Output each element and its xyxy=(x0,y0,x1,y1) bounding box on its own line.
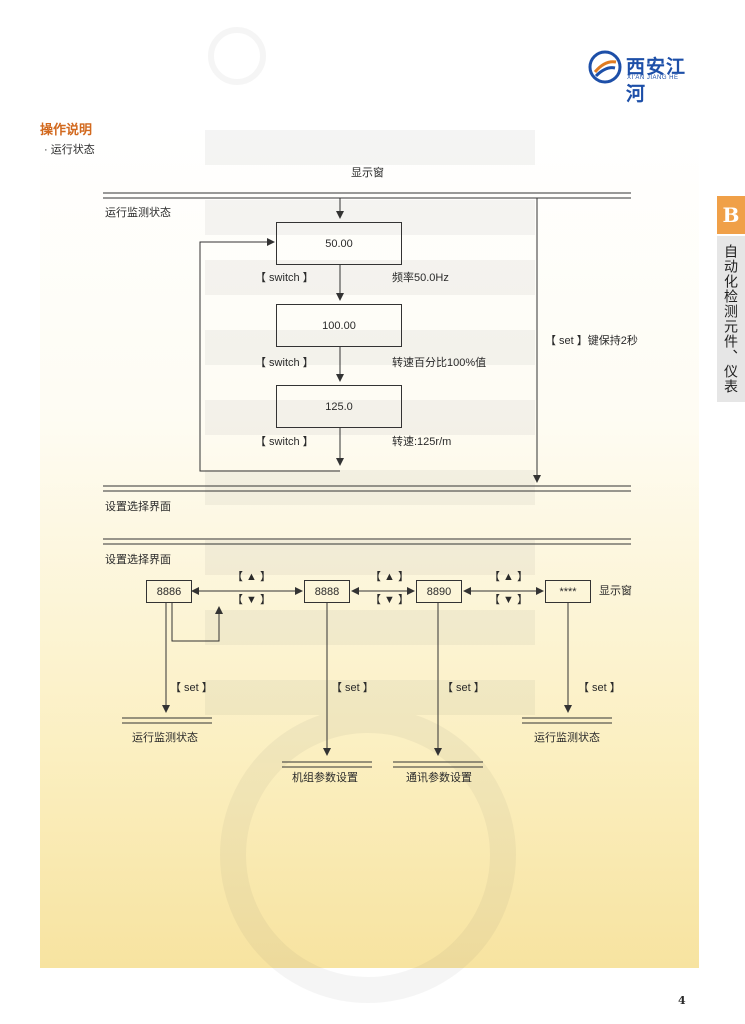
switch-key-label: 【 switch 】 xyxy=(255,436,314,448)
speed-percent-note: 转速百分比100%值 xyxy=(392,357,487,369)
watermark-bar xyxy=(205,610,535,645)
up-key-label: 【 ▲ 】 xyxy=(489,571,528,583)
setting-box: 8886 xyxy=(146,580,192,603)
chapter-tab-letter: B xyxy=(717,196,745,234)
brand-name-en: XI'AN JIANG HE xyxy=(627,75,679,81)
speed-rpm-note: 转速:125r/m xyxy=(392,436,452,448)
watermark-bar xyxy=(205,680,535,715)
settings-select-label: 设置选择界面 xyxy=(105,501,171,513)
target-comm-params: 通讯参数设置 xyxy=(406,772,472,784)
watermark-bar xyxy=(205,470,535,505)
section-title: 操作说明 xyxy=(40,122,93,137)
up-key-label: 【 ▲ 】 xyxy=(232,571,271,583)
watermark-bar xyxy=(205,330,535,365)
switch-key-label: 【 switch 】 xyxy=(255,357,314,369)
settings-select-label-2: 设置选择界面 xyxy=(105,554,171,566)
registered-mark-watermark xyxy=(208,27,266,85)
display-window-label-2: 显示窗 xyxy=(599,585,632,597)
chapter-tab-label: 自动化检测元件、仪表 xyxy=(717,236,745,402)
watermark-bar xyxy=(205,200,535,235)
target-run-monitor: 运行监测状态 xyxy=(534,732,600,744)
watermark-bar xyxy=(205,260,535,295)
watermark-bar xyxy=(205,540,535,575)
set-key-label: 【 set 】 xyxy=(578,682,621,694)
set-hold-note: 【 set 】键保持2秒 xyxy=(545,335,638,347)
return-line xyxy=(171,603,223,642)
set-key-label: 【 set 】 xyxy=(331,682,374,694)
display-box: 100.00 xyxy=(276,304,402,347)
display-box: 125.0 xyxy=(276,385,402,428)
set-key-label: 【 set 】 xyxy=(170,682,213,694)
brand-logo-icon xyxy=(588,50,622,84)
circle-watermark xyxy=(220,707,516,1003)
brand-logo: 西安江河 XI'AN JIANG HE xyxy=(588,50,698,105)
brand-name-cn: 西安江河 xyxy=(626,57,687,105)
setting-box: 8888 xyxy=(304,580,350,603)
display-window-label: 显示窗 xyxy=(351,167,384,179)
down-key-label: 【 ▼ 】 xyxy=(489,594,528,606)
up-key-label: 【 ▲ 】 xyxy=(370,571,409,583)
run-monitor-label: 运行监测状态 xyxy=(105,207,171,219)
down-key-label: 【 ▼ 】 xyxy=(370,594,409,606)
frequency-note: 频率50.0Hz xyxy=(392,272,449,284)
setting-box: 8890 xyxy=(416,580,462,603)
target-unit-params: 机组参数设置 xyxy=(292,772,358,784)
watermark-bar xyxy=(205,130,535,165)
down-key-label: 【 ▼ 】 xyxy=(232,594,271,606)
watermark-bar xyxy=(205,400,535,435)
display-box: 50.00 xyxy=(276,222,402,265)
set-key-label: 【 set 】 xyxy=(442,682,485,694)
switch-key-label: 【 switch 】 xyxy=(255,272,314,284)
target-run-monitor: 运行监测状态 xyxy=(132,732,198,744)
setting-box: **** xyxy=(545,580,591,603)
section-bullet: · 运行状态 xyxy=(44,144,95,156)
loop-back-line xyxy=(199,238,340,472)
page-number: 4 xyxy=(678,994,686,1007)
